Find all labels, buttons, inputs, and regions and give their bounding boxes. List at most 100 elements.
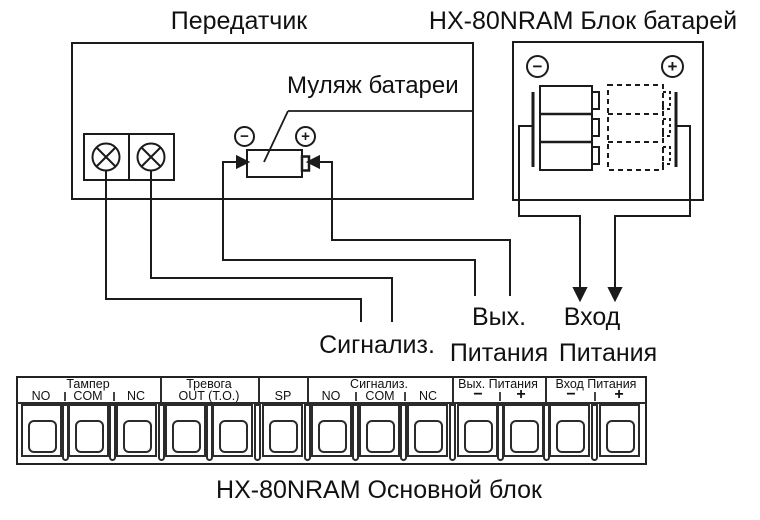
terminal-hole: [219, 420, 248, 453]
terminal-slot: [352, 404, 359, 461]
main-block-caption: HX-80NRAM Основной блок: [216, 476, 542, 504]
wire-screw-left: [105, 170, 362, 322]
terminal: [262, 404, 303, 457]
battery-block-title: HX-80NRAM Блок батарей: [428, 7, 738, 35]
terminal: [68, 404, 109, 457]
leader-line: [263, 110, 472, 163]
minus-glyph: −: [532, 56, 543, 76]
terminal: [503, 404, 544, 457]
terminal: [457, 404, 498, 457]
terminal-hole: [510, 420, 539, 453]
sub-nc: NC: [126, 389, 146, 403]
terminal: [165, 404, 206, 457]
screw-icon-right: [136, 142, 166, 172]
group-title-trevoga: Тревога: [186, 377, 232, 391]
terminal-slot: [400, 404, 407, 461]
wire-dummy-plus: [305, 154, 511, 296]
strip-label-divider: [17, 402, 646, 404]
dummy-battery: [246, 110, 472, 178]
group-title-signal: Сигнализ.: [350, 377, 408, 391]
sub-no: NO: [31, 389, 51, 403]
sub-plus: +: [614, 386, 624, 403]
sub-no: NO: [321, 389, 341, 403]
battery-cells-dashed: [607, 84, 678, 171]
label-signal: Сигнализ.: [319, 331, 435, 359]
arrow-right-icon: [236, 154, 251, 170]
terminal-hole: [606, 420, 635, 453]
sub-minus: −: [566, 386, 576, 403]
terminal-slot: [304, 404, 311, 461]
terminal: [21, 404, 62, 457]
label-power-left: Питания: [449, 339, 549, 367]
screw-icon-left: [91, 142, 121, 172]
plus-glyph: +: [667, 56, 678, 76]
minus-circle-icon: −: [234, 126, 255, 147]
group-divider: [452, 377, 454, 403]
wire-battery-plus: [607, 125, 691, 303]
arrow-left-icon: [305, 154, 320, 170]
terminal-hole: [464, 420, 493, 453]
terminal: [407, 404, 448, 457]
label-out: Вых.: [471, 303, 527, 331]
terminal-hole: [366, 420, 395, 453]
group-title-out-power: Вых. Питания: [458, 377, 538, 391]
terminal-hole: [28, 420, 57, 453]
sub-separator: [499, 392, 501, 401]
terminal: [212, 404, 253, 457]
sub-com: COM: [73, 389, 103, 403]
terminal: [599, 404, 640, 457]
terminal-slot: [158, 404, 165, 461]
terminal-hole: [75, 420, 104, 453]
terminal-hole: [269, 420, 298, 453]
arrow-down-icon: [572, 287, 588, 303]
label-power-right: Питания: [558, 339, 658, 367]
battery-cells-solid: [531, 85, 600, 171]
wire-dummy-minus: [222, 154, 476, 296]
sub-nc: NC: [418, 389, 438, 403]
group-divider: [307, 377, 309, 403]
terminal: [311, 404, 352, 457]
terminal-hole: [123, 420, 152, 453]
wire-screw-right: [150, 170, 393, 322]
label-in: Вход: [563, 303, 621, 331]
battery-block-box: [512, 41, 704, 201]
terminal-slot: [109, 404, 116, 461]
plus-circle-icon: +: [661, 55, 684, 78]
minus-circle-icon: −: [526, 55, 549, 78]
terminal-hole: [414, 420, 443, 453]
plus-glyph: +: [301, 128, 310, 145]
plus-circle-icon: +: [295, 126, 316, 147]
sub-separator: [64, 392, 66, 401]
screw-terminal-block: [83, 133, 175, 181]
arrow-down-icon: [607, 287, 623, 303]
sub-separator: [404, 392, 406, 401]
group-divider: [545, 377, 547, 403]
sub-out-to: OUT (T.O.): [178, 389, 240, 403]
wire-battery-minus: [518, 125, 588, 303]
terminal-slot: [591, 404, 598, 461]
group-divider: [160, 377, 162, 403]
sub-separator: [594, 392, 596, 401]
sub-separator: [355, 392, 357, 401]
sub-sp: SP: [274, 389, 292, 403]
group-title-tamper: Тампер: [66, 377, 110, 391]
sub-plus: +: [516, 386, 526, 403]
terminal: [116, 404, 157, 457]
dummy-battery-label: Муляж батареи: [285, 72, 461, 99]
terminal: [549, 404, 590, 457]
group-title-in-power: Вход Питания: [555, 377, 637, 391]
minus-glyph: −: [240, 128, 249, 145]
terminal: [359, 404, 400, 457]
transmitter-title: Передатчик: [170, 7, 308, 35]
terminal-slot: [449, 404, 456, 461]
group-divider: [258, 377, 260, 403]
sub-separator: [113, 392, 115, 401]
terminal-hole: [556, 420, 585, 453]
terminal-hole: [318, 420, 347, 453]
terminal-hole: [172, 420, 201, 453]
terminal-slot: [254, 404, 261, 461]
transmitter-box: [71, 42, 474, 200]
sub-minus: −: [473, 386, 483, 403]
